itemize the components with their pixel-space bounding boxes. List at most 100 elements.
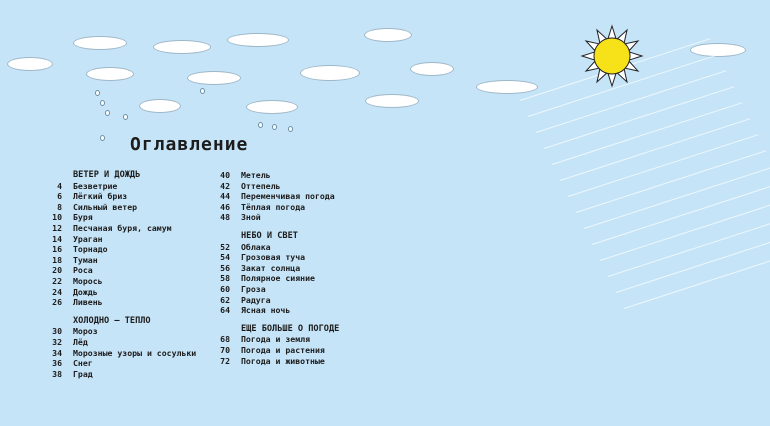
raindrop-icon xyxy=(105,110,110,116)
page-number: 32 xyxy=(52,336,62,347)
entry-label: Безветрие xyxy=(73,180,118,191)
entry-label: Оттепель xyxy=(241,180,281,191)
entry-label: Переменчивая погода xyxy=(241,191,335,202)
entry-label: Грозовая туча xyxy=(241,252,306,263)
page-number: 22 xyxy=(52,275,62,286)
page-number: 42 xyxy=(220,180,230,191)
wind-streak xyxy=(543,86,735,149)
section-heading: ЕЩЕ БОЛЬШЕ О ПОГОДЕ xyxy=(241,323,340,334)
toc-entry[interactable]: 4 Безветрие xyxy=(40,181,196,192)
cloud-icon xyxy=(411,63,453,75)
wind-streak xyxy=(623,246,770,309)
page-number: 30 xyxy=(52,326,62,337)
toc-entry[interactable]: 32 Лёд xyxy=(40,337,196,348)
toc-entry[interactable]: 48 Зной xyxy=(208,212,339,223)
entry-label: Облака xyxy=(241,241,271,252)
toc-entry[interactable]: 62 Радуга xyxy=(208,295,339,306)
page-title: Оглавление xyxy=(130,134,249,155)
page-number: 16 xyxy=(52,244,62,255)
toc-entry[interactable]: 40 Метель xyxy=(208,170,339,181)
section-heading: НЕБО И СВЕТ xyxy=(241,230,298,241)
toc-entry[interactable]: 52 Облака xyxy=(208,242,339,253)
entry-label: Песчаная буря, самум xyxy=(73,222,172,233)
wind-streak xyxy=(551,102,743,165)
page-number: 4 xyxy=(57,180,62,191)
section-heading: ВЕТЕР И ДОЖДЬ xyxy=(73,170,141,180)
entry-label: Сильный ветер xyxy=(73,201,138,212)
toc-entry[interactable]: 64 Ясная ночь xyxy=(208,305,339,316)
entry-label: Радуга xyxy=(241,294,271,305)
entry-label: Ясная ночь xyxy=(241,305,291,316)
cloud-icon xyxy=(228,34,288,46)
raindrop-icon xyxy=(100,135,105,141)
sun-ray xyxy=(607,24,617,39)
wind-streak xyxy=(583,166,770,229)
page-number: 62 xyxy=(220,294,230,305)
page-number: 58 xyxy=(220,273,230,284)
page-number: 72 xyxy=(220,355,230,366)
sun-ray xyxy=(580,51,595,61)
raindrop-icon xyxy=(288,126,293,132)
cloud-icon xyxy=(74,37,126,49)
page-number: 34 xyxy=(52,347,62,358)
entry-label: Снег xyxy=(73,358,93,369)
entry-label: Погода и растения xyxy=(241,344,325,355)
entry-label: Гроза xyxy=(241,283,266,294)
page-number: 48 xyxy=(220,212,230,223)
page-number: 46 xyxy=(220,201,230,212)
toc-entry[interactable]: 42 Оттепель xyxy=(208,181,339,192)
page-number: 64 xyxy=(220,305,230,316)
wind-streak xyxy=(575,150,767,213)
cloud-icon xyxy=(366,95,418,107)
entry-label: Зной xyxy=(241,212,261,223)
page-number: 18 xyxy=(52,254,62,265)
cloud-icon xyxy=(477,81,537,93)
entry-label: Мороз xyxy=(73,326,98,337)
cloud-icon xyxy=(140,100,180,112)
toc-entry[interactable]: 60 Гроза xyxy=(208,284,339,295)
entry-label: Лёд xyxy=(73,336,88,347)
raindrop-icon xyxy=(100,100,105,106)
toc-entry[interactable]: 30 Мороз xyxy=(40,326,196,337)
raindrop-icon xyxy=(272,124,277,130)
entry-label: Закат солнца xyxy=(241,262,301,273)
entry-label: Дождь xyxy=(73,286,98,297)
entry-label: Ливень xyxy=(73,297,103,308)
page-number: 10 xyxy=(52,212,62,223)
wind-streak xyxy=(559,118,751,181)
sun-ray xyxy=(629,51,644,61)
toc-entry[interactable]: 46 Тёплая погода xyxy=(208,202,339,213)
entry-label: Тёплая погода xyxy=(241,201,306,212)
cloud-icon xyxy=(87,68,133,80)
page-number: 14 xyxy=(52,233,62,244)
page-number: 52 xyxy=(220,241,230,252)
page-number: 60 xyxy=(220,283,230,294)
wind-streak xyxy=(615,230,770,293)
cloud-icon xyxy=(365,29,411,41)
entry-label: Метель xyxy=(241,170,271,180)
page-number: 40 xyxy=(220,170,230,180)
page-number: 38 xyxy=(52,368,62,379)
